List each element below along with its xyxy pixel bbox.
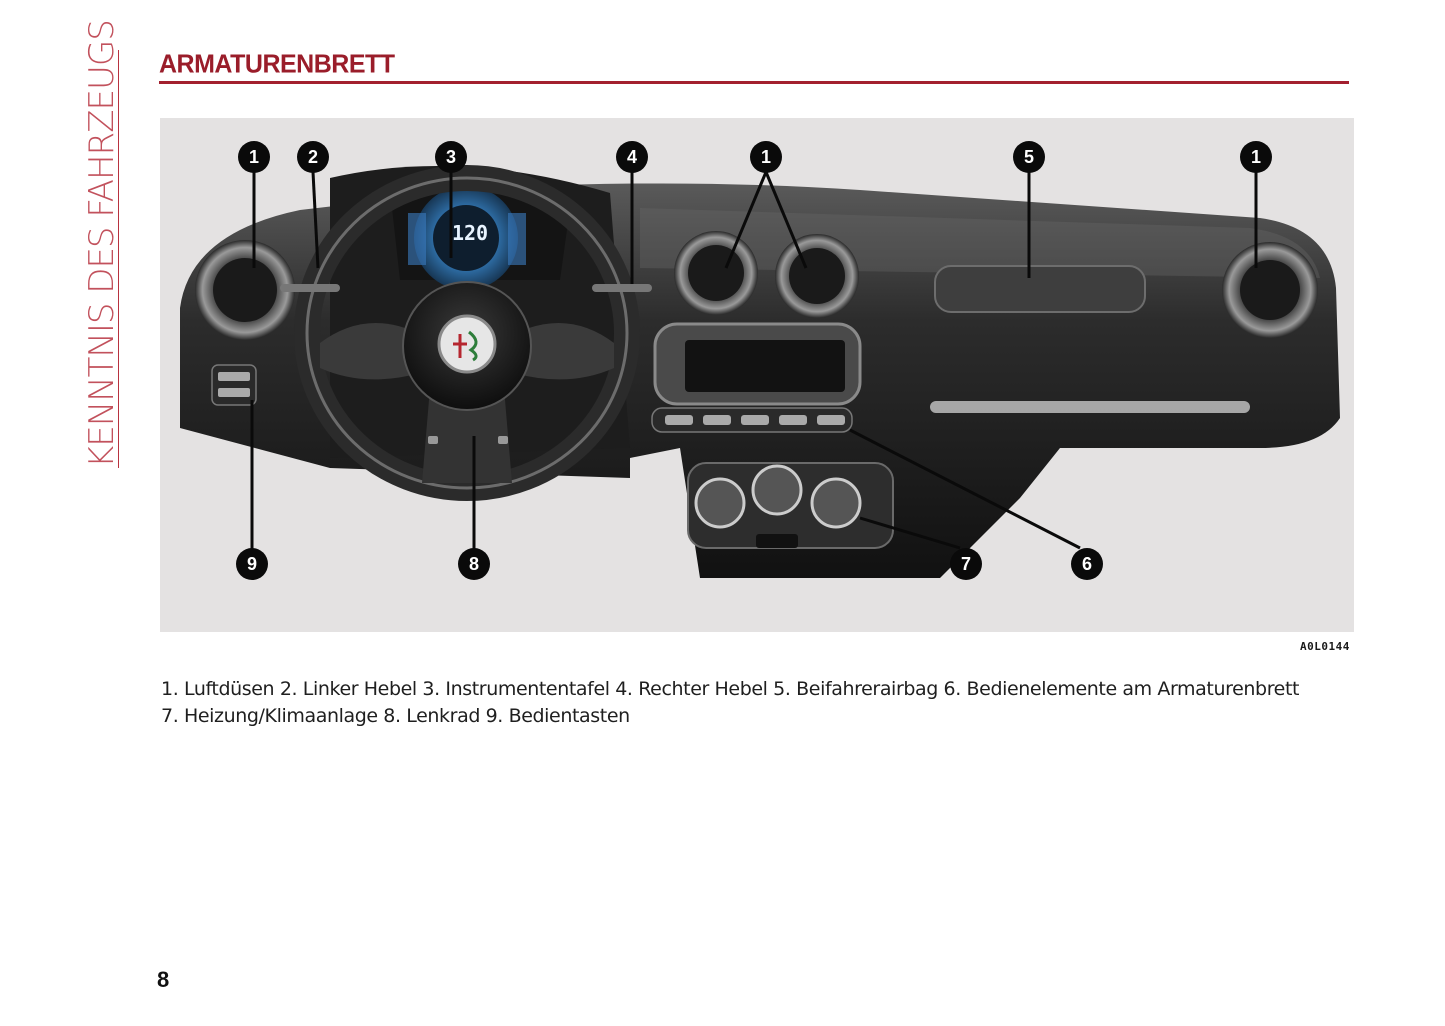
distribution-knob <box>810 477 862 529</box>
svg-text:1: 1 <box>761 147 771 167</box>
callout-2: 2 <box>297 141 329 173</box>
caption-line-2: 7. Heizung/Klimaanlage 8. Lenkrad 9. Bed… <box>161 705 630 727</box>
svg-text:1: 1 <box>249 147 259 167</box>
section-tab-label: KENNTNIS DES FAHRZEUGS <box>82 20 122 468</box>
svg-text:1: 1 <box>1251 147 1261 167</box>
svg-text:4: 4 <box>627 147 637 167</box>
callout-1-left: 1 <box>238 141 270 173</box>
side-tab-border <box>78 50 119 468</box>
right-stalk <box>592 284 652 292</box>
callout-8: 8 <box>458 548 490 580</box>
svg-text:8: 8 <box>469 554 479 574</box>
passenger-airbag-panel <box>934 265 1146 313</box>
fan-knob <box>751 464 803 516</box>
page-number: 8 <box>157 967 170 992</box>
temperature-knob <box>694 477 746 529</box>
svg-text:6: 6 <box>1082 554 1092 574</box>
figure-caption: 1. Luftdüsen 2. Linker Hebel 3. Instrume… <box>161 676 1341 730</box>
dashboard-figure: 120 <box>160 118 1354 632</box>
gauge-speed-readout: 120 <box>452 221 488 245</box>
callout-5: 5 <box>1013 141 1045 173</box>
callout-1-right: 1 <box>1240 141 1272 173</box>
callout-4: 4 <box>616 141 648 173</box>
left-stalk <box>280 284 340 292</box>
control-buttons-pod <box>211 364 257 406</box>
svg-text:2: 2 <box>308 147 318 167</box>
figure-code: A0L0144 <box>1300 640 1350 653</box>
callout-7: 7 <box>950 548 982 580</box>
dashboard-illustration: 120 <box>180 141 1340 580</box>
svg-text:9: 9 <box>247 554 257 574</box>
title-rule <box>159 81 1349 84</box>
callout-3: 3 <box>435 141 467 173</box>
caption-line-1: 1. Luftdüsen 2. Linker Hebel 3. Instrume… <box>161 678 1300 700</box>
callout-9: 9 <box>236 548 268 580</box>
callout-1-center: 1 <box>750 141 782 173</box>
page-title: ARMATURENBRETT <box>159 49 395 79</box>
svg-text:3: 3 <box>446 147 456 167</box>
infotainment-screen <box>685 340 845 392</box>
svg-text:7: 7 <box>961 554 971 574</box>
callout-6: 6 <box>1071 548 1103 580</box>
svg-text:5: 5 <box>1024 147 1034 167</box>
